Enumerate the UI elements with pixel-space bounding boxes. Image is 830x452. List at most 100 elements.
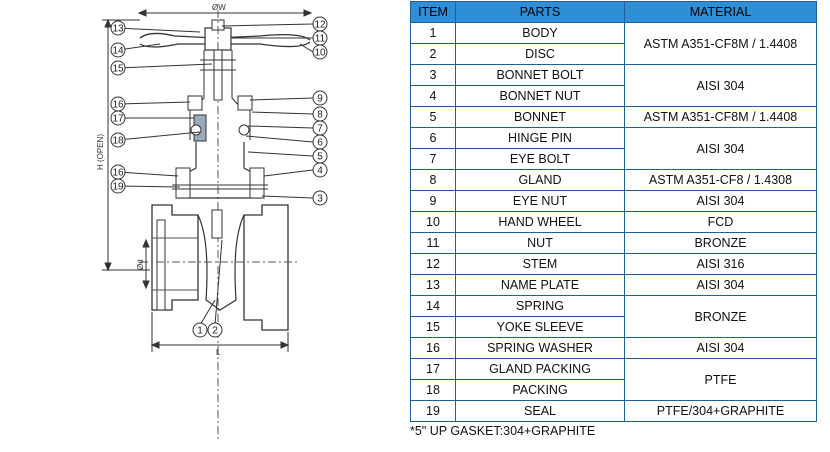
item-number: 2 — [410, 43, 456, 65]
part-name: NUT — [455, 232, 625, 254]
item-number: 19 — [410, 400, 456, 422]
bonnet-outline — [177, 142, 263, 199]
body-right-flange — [243, 204, 289, 331]
material-cell: AISI 316 — [624, 253, 817, 275]
material-cell: ASTM A351-CF8M / 1.4408 — [624, 106, 817, 128]
material-cell: BRONZE — [624, 232, 817, 254]
material-cell: ASTM A351-CF8M / 1.4408 — [624, 22, 817, 65]
callout-number: 18 — [112, 136, 124, 147]
callout-number: 15 — [112, 64, 124, 75]
part-name: DISC — [455, 43, 625, 65]
gasket-note: *5" UP GASKET:304+GRAPHITE — [410, 424, 596, 438]
item-number: 4 — [410, 85, 456, 107]
callout-circle — [312, 44, 328, 60]
bore-dimension-label: Ød — [136, 259, 145, 270]
table-header-row: ITEM PARTS MATERIAL — [410, 1, 817, 23]
callout-number: 4 — [317, 166, 323, 177]
header-parts: PARTS — [455, 1, 625, 23]
material-cell: AISI 304 — [624, 274, 817, 296]
part-name: BONNET — [455, 106, 625, 128]
material-cell: AISI 304 — [624, 337, 817, 359]
item-number: 16 — [410, 337, 456, 359]
callout-number: 6 — [317, 138, 323, 149]
callout-circle — [110, 178, 126, 194]
callout-number: 10 — [314, 48, 326, 59]
part-name: BONNET NUT — [455, 85, 625, 107]
item-number: 9 — [410, 190, 456, 212]
length-dimension-label: L — [216, 348, 221, 357]
width-dimension-label: ØW — [212, 3, 226, 12]
part-name: EYE NUT — [455, 190, 625, 212]
part-name: EYE BOLT — [455, 148, 625, 170]
part-name: SPRING WASHER — [455, 337, 625, 359]
material-cell: AISI 304 — [624, 190, 817, 212]
callout-number: 14 — [112, 46, 124, 57]
callout-number: 13 — [112, 24, 124, 35]
callout-circle — [110, 110, 126, 126]
item-number: 8 — [410, 169, 456, 191]
callout-number: 5 — [317, 152, 323, 163]
material-cell: AISI 304 — [624, 127, 817, 170]
item-number: 17 — [410, 358, 456, 380]
callout-number: 8 — [317, 110, 323, 121]
part-name: YOKE SLEEVE — [455, 316, 625, 338]
item-number: 11 — [410, 232, 456, 254]
callout-number: 2 — [212, 326, 218, 337]
item-number: 13 — [410, 274, 456, 296]
callout-circle — [312, 90, 328, 106]
callout-circle — [110, 20, 126, 36]
part-name: GLAND PACKING — [455, 358, 625, 380]
part-name: HINGE PIN — [455, 127, 625, 149]
part-name: GLAND — [455, 169, 625, 191]
height-dimension-label: H (OPEN) — [96, 134, 105, 170]
callout-circle — [192, 322, 208, 338]
callout-number: 1 — [197, 326, 203, 337]
item-number: 12 — [410, 253, 456, 275]
callout-circle — [207, 322, 223, 338]
callout-number: 3 — [317, 194, 323, 205]
material-cell: PTFE — [624, 358, 817, 401]
header-item: ITEM — [410, 1, 456, 23]
callout-number: 17 — [112, 114, 124, 125]
callout-circle — [110, 132, 126, 148]
part-name: NAME PLATE — [455, 274, 625, 296]
item-number: 14 — [410, 295, 456, 317]
part-name: BONNET BOLT — [455, 64, 625, 86]
part-name: HAND WHEEL — [455, 211, 625, 233]
item-number: 7 — [410, 148, 456, 170]
item-number: 5 — [410, 106, 456, 128]
item-number: 1 — [410, 22, 456, 44]
material-cell: ASTM A351-CF8 / 1.4308 — [624, 169, 817, 191]
material-cell: BRONZE — [624, 295, 817, 338]
callout-circle — [312, 162, 328, 178]
callout-number: 19 — [112, 182, 124, 193]
material-cell: FCD — [624, 211, 817, 233]
header-material: MATERIAL — [624, 1, 817, 23]
callout-number: 16 — [112, 100, 124, 111]
callout-number: 9 — [317, 94, 323, 105]
part-name: SPRING — [455, 295, 625, 317]
part-name: PACKING — [455, 379, 625, 401]
callout-number: 12 — [314, 20, 326, 31]
part-name: SEAL — [455, 400, 625, 422]
